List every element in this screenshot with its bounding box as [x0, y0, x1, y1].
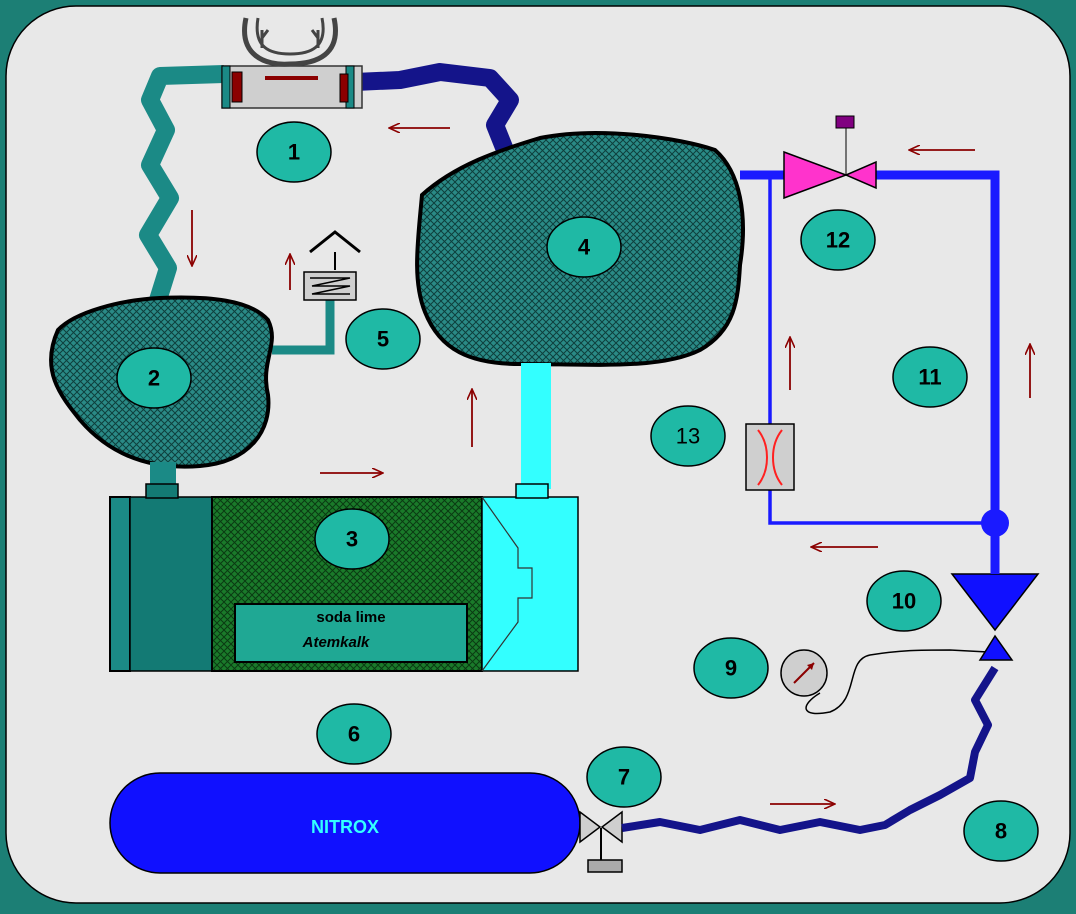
svg-text:5: 5 — [377, 327, 389, 352]
exhalation-hose — [354, 63, 519, 154]
nitrox-label: NITROX — [311, 817, 379, 837]
marker-10: 10 — [866, 570, 942, 632]
svg-text:8: 8 — [995, 819, 1007, 844]
marker-5: 5 — [345, 308, 421, 370]
gas-line-11 — [876, 170, 1000, 574]
svg-text:9: 9 — [725, 656, 737, 681]
svg-text:1: 1 — [288, 140, 300, 165]
svg-text:6: 6 — [348, 722, 360, 747]
svg-text:10: 10 — [892, 589, 916, 614]
marker-11: 11 — [892, 346, 968, 408]
marker-3: 3 — [314, 508, 390, 570]
scrubber-canister — [109, 483, 579, 672]
cylinder-valve-icon — [579, 810, 623, 873]
soda-lime-label: soda lime — [316, 609, 385, 626]
marker-2: 2 — [116, 347, 192, 409]
svg-text:3: 3 — [346, 527, 358, 552]
soda-lime-box — [234, 603, 468, 663]
connector-2-3 — [150, 462, 176, 486]
atemkalk-label: Atemkalk — [302, 634, 370, 651]
junction — [981, 509, 1009, 537]
inhalation-hose — [139, 65, 225, 303]
marker-8: 8 — [963, 800, 1039, 862]
flow-restrictor-icon — [745, 423, 795, 491]
marker-7: 7 — [586, 746, 662, 808]
svg-text:4: 4 — [578, 235, 591, 260]
svg-text:13: 13 — [676, 424, 700, 449]
svg-text:7: 7 — [618, 765, 630, 790]
hp-hose — [621, 665, 999, 834]
mouthpiece-icon — [221, 17, 363, 109]
marker-13: 13 — [650, 405, 726, 467]
cyan-tube — [521, 363, 551, 489]
relief-valve-icon — [272, 230, 361, 355]
svg-text:2: 2 — [148, 366, 160, 391]
flow-arrows — [192, 128, 1030, 804]
marker-1: 1 — [256, 121, 332, 183]
gauge-line — [805, 649, 989, 715]
svg-text:11: 11 — [918, 365, 941, 390]
svg-text:12: 12 — [826, 228, 850, 253]
marker-12: 12 — [800, 209, 876, 271]
pressure-gauge-icon — [780, 649, 828, 697]
marker-4: 4 — [546, 216, 622, 278]
marker-6: 6 — [316, 703, 392, 765]
marker-9: 9 — [693, 637, 769, 699]
bypass-valve-icon — [783, 115, 877, 200]
